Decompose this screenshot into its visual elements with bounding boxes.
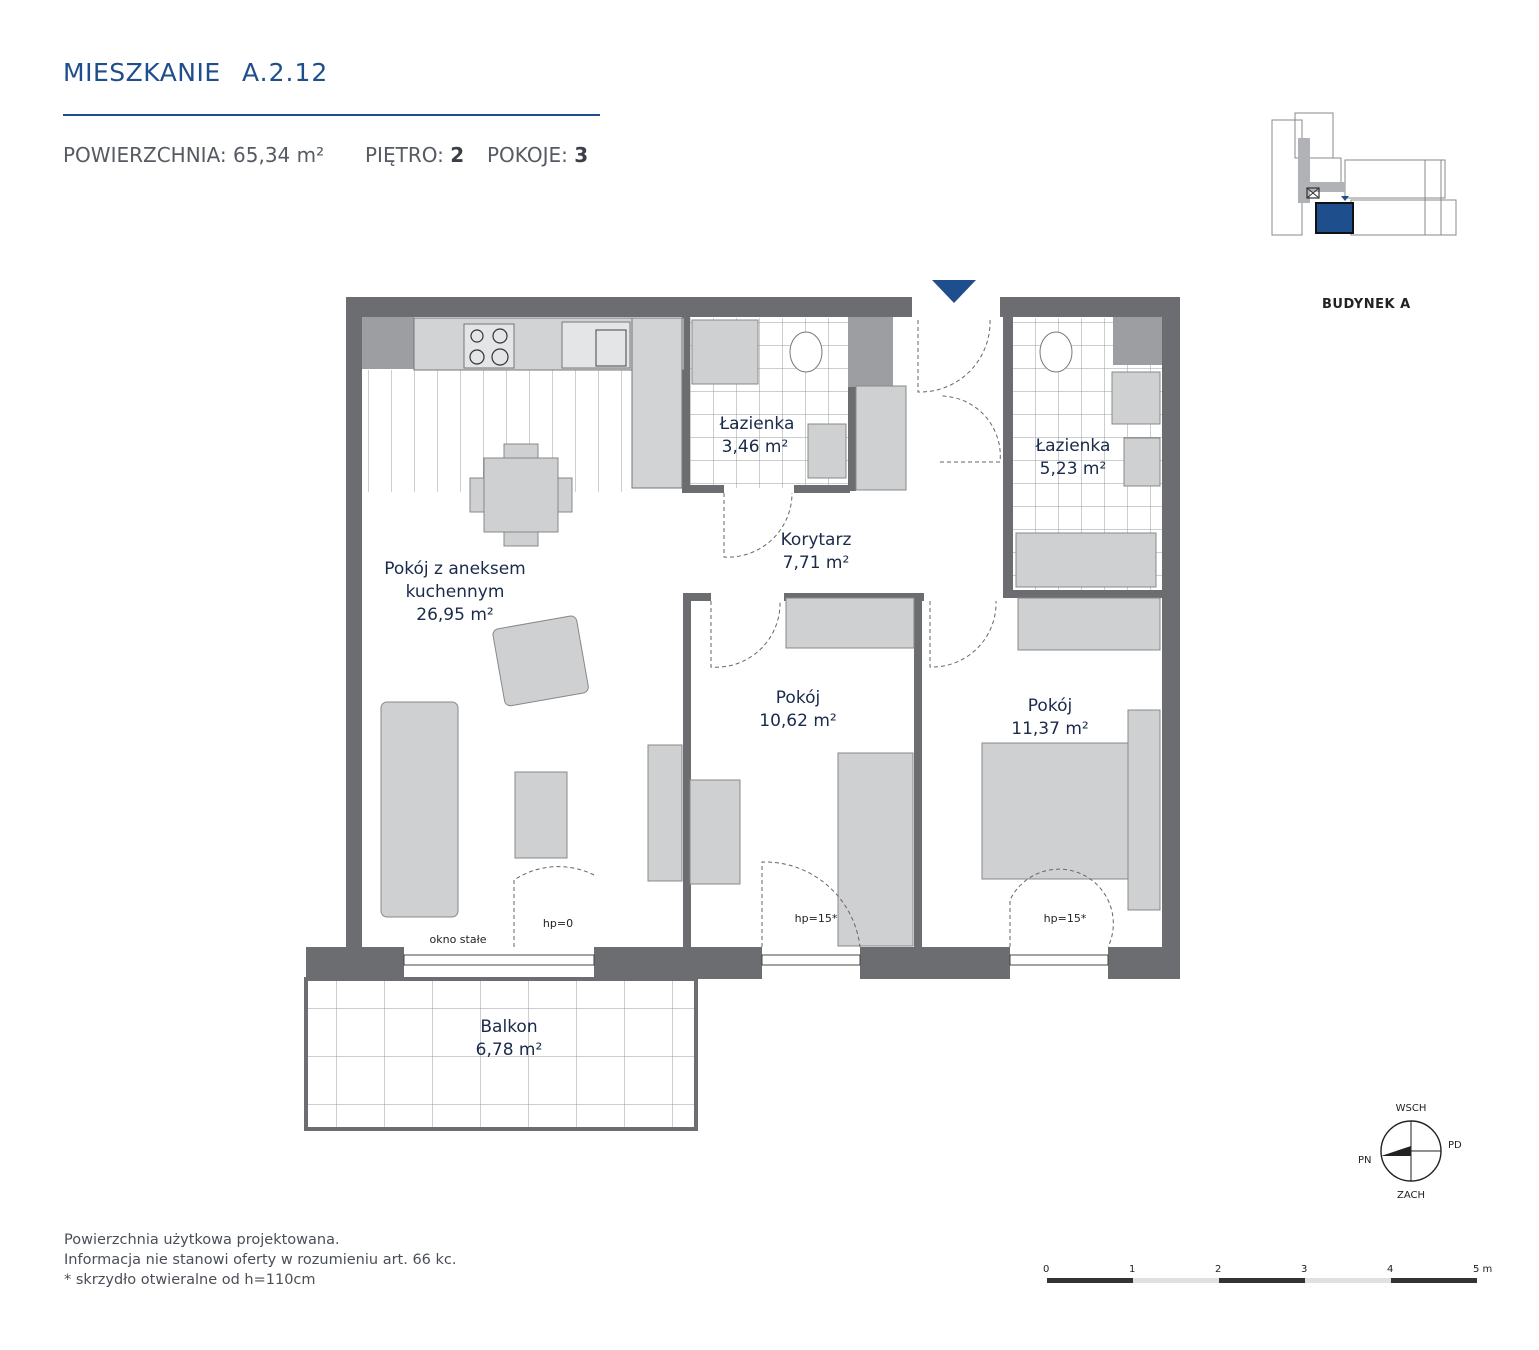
cooktop-icon bbox=[469, 328, 509, 366]
compass-north: WSCH bbox=[1396, 1103, 1427, 1114]
compass-south: ZACH bbox=[1397, 1190, 1425, 1201]
washing-machine bbox=[1111, 371, 1161, 425]
bed-small bbox=[837, 752, 914, 947]
scale-tick-0: 0 bbox=[1043, 1264, 1049, 1275]
compass-west: PN bbox=[1358, 1155, 1372, 1166]
toilet1 bbox=[789, 331, 823, 373]
footer-line-3: * skrzydło otwieralne od h=110cm bbox=[64, 1272, 316, 1288]
floor-label: PIĘTRO: bbox=[365, 143, 444, 167]
coffee-table bbox=[514, 771, 568, 859]
building-label: BUDYNEK A bbox=[1322, 297, 1411, 312]
bathtub bbox=[1015, 532, 1157, 588]
nightstands bbox=[1127, 709, 1161, 911]
area-value: 65,34 m² bbox=[233, 143, 325, 167]
bath2-sink bbox=[1123, 437, 1161, 487]
apartment-highlight bbox=[1315, 202, 1354, 234]
rooms-label: POKOJE: bbox=[487, 143, 568, 167]
utility-closet bbox=[855, 385, 907, 491]
scale-tick-3: 3 bbox=[1301, 1264, 1307, 1275]
shower bbox=[691, 319, 759, 385]
area-label: POWIERZCHNIA: bbox=[63, 143, 227, 167]
toilet2 bbox=[1039, 331, 1073, 373]
area-info: POWIERZCHNIA: 65,34 m² bbox=[63, 143, 324, 167]
balcony-floor bbox=[308, 980, 694, 1128]
scale-tick-2: 2 bbox=[1215, 1264, 1221, 1275]
building-key-plan bbox=[1271, 112, 1457, 236]
bed-double bbox=[981, 742, 1133, 880]
rooms-info: POKOJE: 3 bbox=[487, 143, 588, 167]
tv-cabinet bbox=[647, 744, 683, 882]
sink-icon bbox=[595, 329, 627, 367]
dining-table bbox=[469, 443, 573, 547]
compass: WSCH PD ZACH PN bbox=[1358, 1103, 1462, 1201]
stair-icon bbox=[1306, 187, 1320, 199]
scale-tick-5: 5 m bbox=[1473, 1264, 1492, 1275]
rooms-value: 3 bbox=[574, 143, 589, 167]
desk bbox=[689, 779, 741, 885]
armchair bbox=[492, 615, 589, 707]
floor-info: PIĘTRO: 2 bbox=[365, 143, 464, 167]
scale-bar: 0 1 2 3 4 5 m bbox=[1043, 1264, 1492, 1283]
footer-line-2: Informacja nie stanowi oferty w rozumien… bbox=[64, 1252, 457, 1268]
apartment-title-word: MIESZKANIE bbox=[63, 58, 221, 87]
walls bbox=[306, 297, 1180, 979]
apartment-code: A.2.12 bbox=[242, 58, 329, 87]
compass-east: PD bbox=[1448, 1140, 1462, 1151]
scale-tick-1: 1 bbox=[1129, 1264, 1135, 1275]
wardrobe-1 bbox=[785, 597, 915, 649]
wardrobe-2 bbox=[1017, 597, 1161, 651]
sofa bbox=[380, 701, 459, 918]
floor-value: 2 bbox=[450, 143, 465, 167]
compass-needle-icon bbox=[1381, 1146, 1411, 1156]
header-rule bbox=[63, 114, 600, 116]
footer-line-1: Powierzchnia użytkowa projektowana. bbox=[64, 1232, 340, 1248]
scale-tick-4: 4 bbox=[1387, 1264, 1393, 1275]
entrance-arrow-icon bbox=[932, 280, 976, 303]
bath1-sink bbox=[807, 423, 847, 479]
